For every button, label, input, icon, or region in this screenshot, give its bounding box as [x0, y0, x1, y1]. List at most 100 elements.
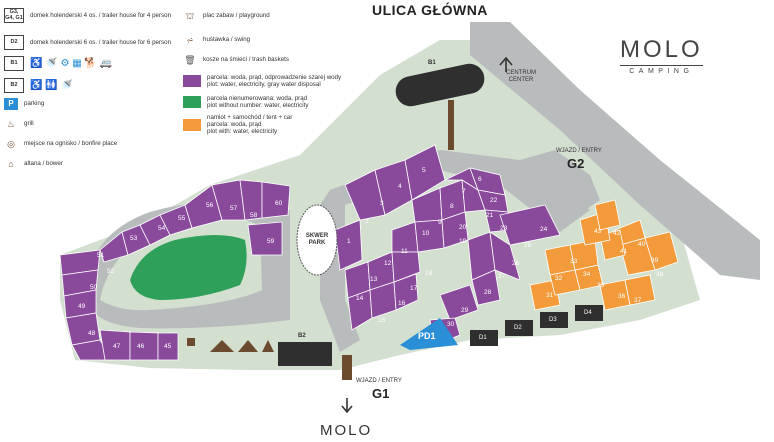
plot-31[interactable]: 31 [546, 292, 554, 299]
d3-label: D3 [549, 317, 557, 323]
entry-g2-caption: WJAZD / ENTRY [556, 148, 602, 154]
legend-line: parcela nienumerowana: woda, prąd [207, 95, 308, 102]
plot-45[interactable]: 45 [164, 343, 172, 350]
plot-13[interactable]: 13 [370, 276, 378, 283]
plot-8[interactable]: 8 [450, 203, 454, 210]
plot-34[interactable]: 34 [583, 271, 591, 278]
parking-pd1[interactable] [400, 318, 458, 350]
plot-33[interactable]: 33 [570, 258, 578, 265]
plot-41[interactable]: 41 [620, 248, 628, 255]
b2-label: B2 [298, 333, 306, 339]
plot-48[interactable]: 48 [88, 330, 96, 337]
d1-label: D1 [479, 335, 487, 341]
plot-40[interactable]: 40 [638, 241, 646, 248]
plot-12[interactable]: 12 [384, 260, 392, 267]
plot-4[interactable]: 4 [398, 183, 402, 190]
plot-5[interactable]: 5 [422, 167, 426, 174]
plot-23[interactable]: 23 [500, 225, 508, 232]
legend-text: plac zabaw / playground [203, 12, 270, 20]
plot-56[interactable]: 56 [206, 202, 214, 209]
plot-46[interactable]: 46 [137, 343, 145, 350]
legend-line: parcela: woda, prąd, odprowadzenie szare… [207, 74, 342, 81]
plot-20[interactable]: 20 [459, 224, 467, 231]
plot-50[interactable]: 50 [90, 284, 98, 291]
plot-27[interactable]: 27 [498, 273, 506, 280]
legend-row: ◎ miejsce na ognisko / bonfire place [4, 138, 117, 150]
plot-54[interactable]: 54 [158, 225, 166, 232]
plot-60[interactable]: 60 [275, 200, 283, 207]
entry-g1-label[interactable]: G1 [372, 386, 390, 401]
plot-11[interactable]: 11 [401, 248, 408, 255]
legend-row: ⛫ plac zabaw / playground [183, 10, 270, 22]
plot-26[interactable]: 26 [512, 260, 520, 267]
legend-line: parcela: woda, prąd [207, 121, 262, 129]
legend-row: parcela: woda, prąd, odprowadzenie szare… [183, 74, 341, 88]
plot-10[interactable]: 10 [422, 230, 430, 237]
legend-line: plot: water, electricity, gray water dis… [207, 81, 321, 89]
plot-38[interactable]: 38 [656, 271, 664, 278]
plot-14[interactable]: 14 [356, 295, 364, 302]
plot-24[interactable]: 24 [540, 226, 548, 233]
plot-42[interactable]: 42 [613, 230, 621, 237]
plot-2[interactable]: 2 [365, 218, 369, 225]
skwer-park [296, 204, 338, 276]
legend-line: plot with: water, electricity [207, 128, 278, 136]
plot-19[interactable]: 19 [459, 238, 467, 245]
plot-17[interactable]: 17 [410, 285, 418, 292]
plot-3[interactable]: 3 [380, 200, 384, 207]
pd1-label: PD1 [418, 331, 436, 341]
plot-49[interactable]: 49 [78, 303, 86, 310]
plot-37[interactable]: 37 [634, 297, 642, 304]
legend-code: B2 [4, 78, 24, 93]
plot-25[interactable]: 25 [524, 242, 532, 249]
central-road [320, 150, 590, 352]
plot-57[interactable]: 57 [230, 205, 238, 212]
plot-1[interactable]: 1 [347, 238, 351, 245]
bungalow-d4 [575, 305, 603, 321]
plot-58[interactable]: 58 [250, 212, 258, 219]
entry-g2-label[interactable]: G2 [567, 156, 585, 171]
arrow-centrum [499, 56, 513, 72]
plot-47[interactable]: 47 [113, 343, 121, 350]
plot-29[interactable]: 29 [461, 307, 469, 314]
plot-53[interactable]: 53 [130, 235, 138, 242]
plot-15[interactable]: 15 [378, 317, 386, 324]
plot-52[interactable]: 52 [107, 268, 115, 275]
plot-7[interactable]: 7 [462, 188, 466, 195]
skwer-park-label: SKWER PARK [305, 233, 329, 246]
plot-39[interactable]: 39 [651, 257, 659, 264]
plot-36[interactable]: 36 [618, 293, 626, 300]
plot-51[interactable]: 51 [97, 252, 105, 259]
plot-28[interactable]: 28 [484, 289, 492, 296]
plot-21[interactable]: 21 [486, 212, 494, 219]
plot-6[interactable]: 6 [478, 176, 482, 183]
legend-row: namiot + samochód / tent + car parcela: … [183, 114, 292, 135]
plot-18[interactable]: 18 [425, 270, 433, 277]
plot-43[interactable]: 43 [594, 228, 602, 235]
legend-row: D2 domek holenderski 6 os. / trailer hou… [4, 35, 171, 50]
plot-9[interactable]: 9 [438, 219, 442, 226]
bungalow-d1 [470, 330, 498, 346]
plot-16[interactable]: 16 [398, 300, 406, 307]
plot-32[interactable]: 32 [555, 275, 563, 282]
arrow-g1-down [341, 398, 353, 414]
building-b1[interactable] [393, 61, 487, 150]
swing-icon: ⩫ [186, 34, 194, 45]
plot-30[interactable]: 30 [447, 321, 455, 328]
bonfire-icon: ◎ [7, 138, 15, 149]
entry-g1-path [342, 355, 352, 380]
legend-row: P parking [4, 98, 44, 110]
legend-text: parcela: woda, prąd, odprowadzenie szare… [207, 74, 341, 88]
legend-text: namiot + samochód / tent + car parcela: … [207, 114, 292, 135]
legend-row: G3, G4, G1 domek holenderski 4 os. / tra… [4, 8, 171, 23]
parking-icon: P [4, 98, 18, 110]
plot-22[interactable]: 22 [490, 197, 498, 204]
legend-text: parking [24, 100, 45, 108]
playground-icon [262, 340, 274, 352]
bungalows [470, 305, 603, 346]
plot-59[interactable]: 59 [267, 238, 275, 245]
plot-35[interactable]: 35 [597, 282, 605, 289]
legend-text: altana / bower [24, 160, 63, 168]
building-b2[interactable] [278, 342, 332, 366]
plot-55[interactable]: 55 [178, 215, 186, 222]
